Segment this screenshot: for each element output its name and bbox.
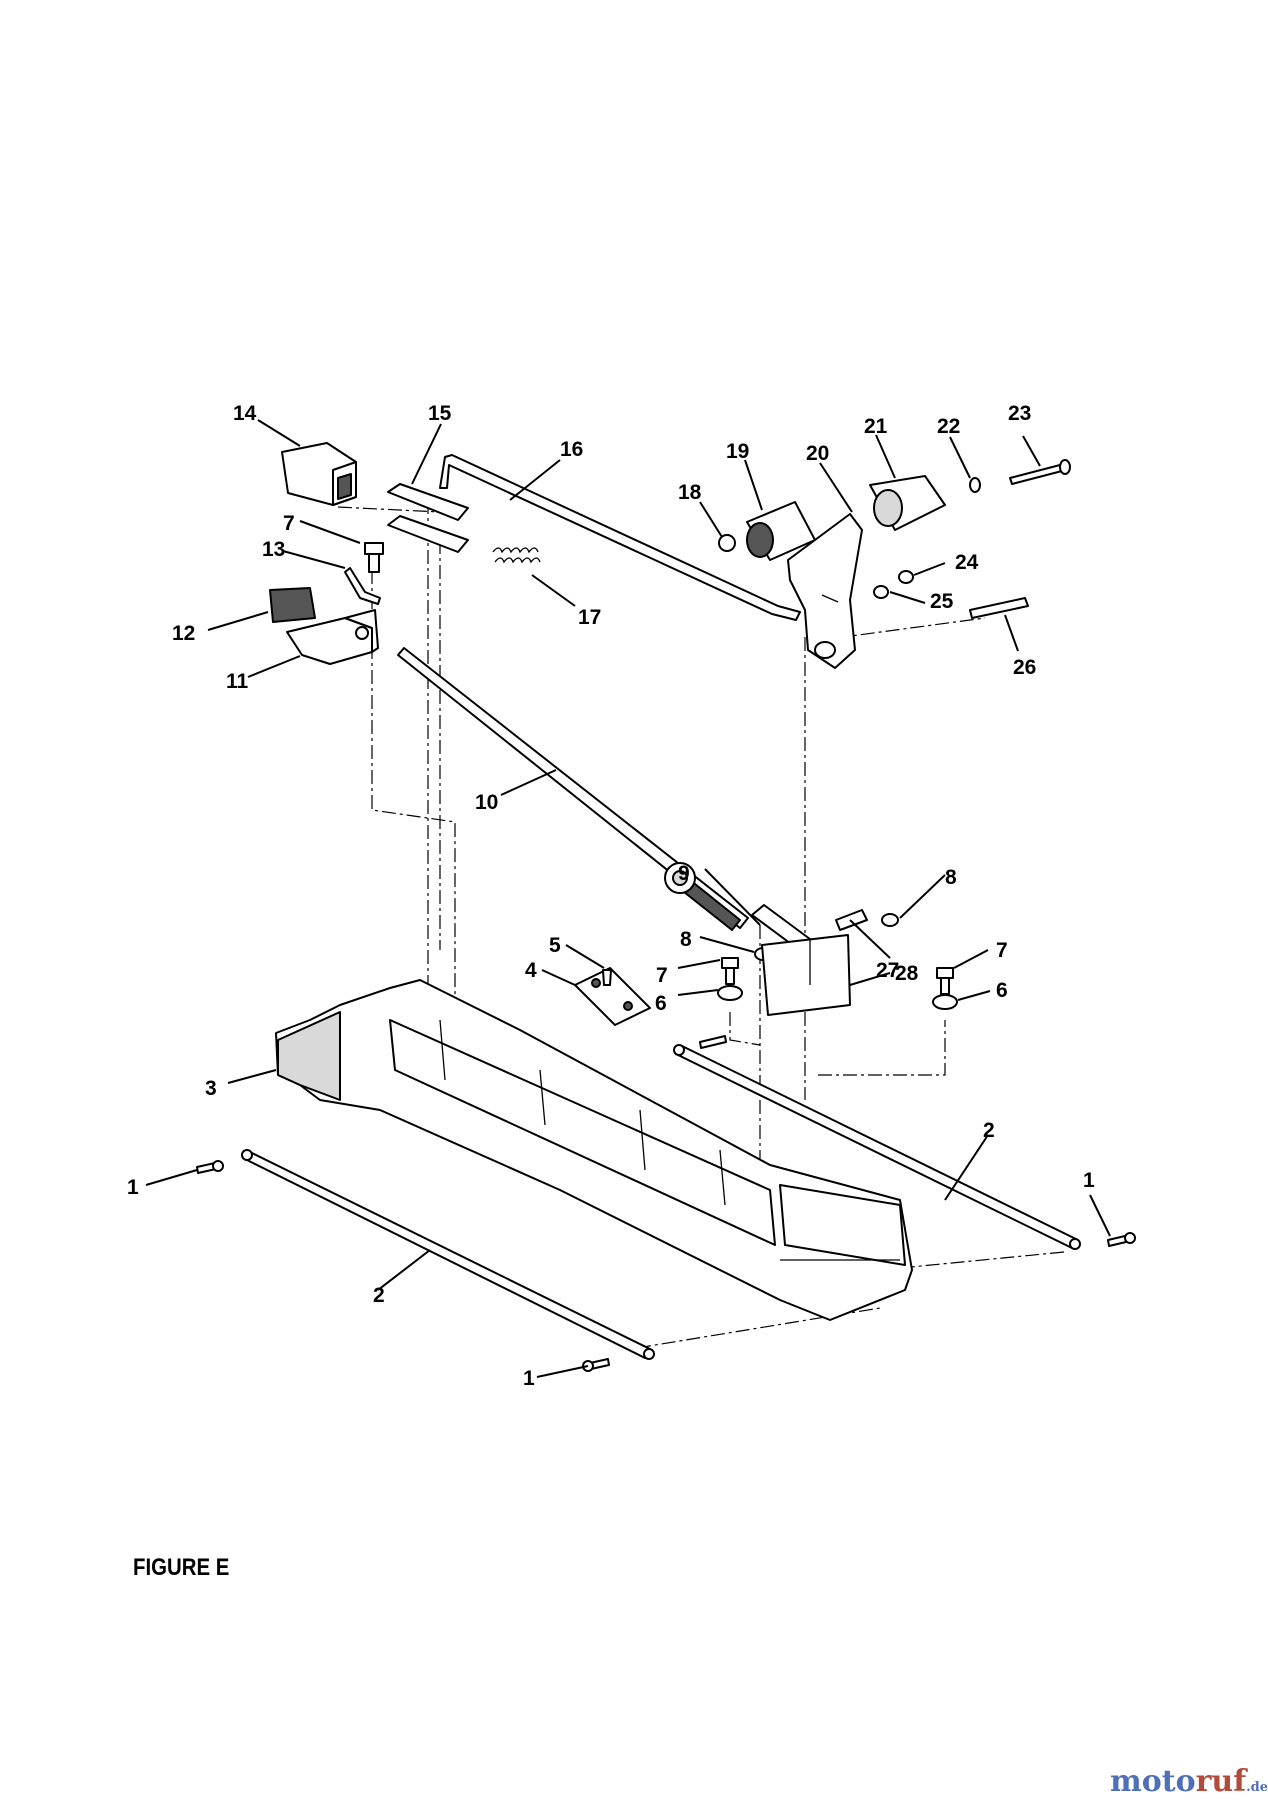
part-5-screw bbox=[602, 969, 612, 986]
callout-9: 9 bbox=[678, 862, 690, 885]
part-23-bolt bbox=[1009, 459, 1071, 485]
callout-23: 23 bbox=[1008, 402, 1031, 425]
callout-8-left: 8 bbox=[680, 928, 692, 951]
callout-1-bottom: 1 bbox=[523, 1367, 535, 1390]
callout-25: 25 bbox=[930, 590, 954, 613]
callout-5: 5 bbox=[549, 934, 561, 957]
part-7-screw-d bbox=[699, 1035, 727, 1049]
part-6-washer-a bbox=[717, 985, 743, 1001]
site-watermark: motoruf.de bbox=[1110, 1764, 1268, 1799]
callout-2-left: 2 bbox=[373, 1284, 385, 1307]
part-8-washer-a bbox=[881, 913, 899, 927]
part-25-washer bbox=[873, 585, 889, 599]
callouts: 14 15 16 19 20 21 22 23 18 7 13 17 24 25… bbox=[127, 402, 1095, 1390]
part-16-rod bbox=[439, 454, 801, 621]
callout-11: 11 bbox=[226, 670, 249, 693]
part-22-washer bbox=[969, 477, 981, 493]
part-27-pin bbox=[835, 909, 868, 931]
part-19-roller bbox=[746, 501, 816, 561]
callout-3: 3 bbox=[205, 1077, 217, 1100]
callout-27: 27 bbox=[876, 959, 899, 982]
callout-10: 10 bbox=[475, 791, 498, 814]
part-26-pin bbox=[969, 597, 1029, 619]
part-21-knob bbox=[869, 475, 946, 531]
part-17-spring bbox=[492, 547, 541, 564]
callout-14: 14 bbox=[233, 402, 257, 425]
callout-21: 21 bbox=[864, 415, 888, 438]
part-7-screw-top bbox=[364, 542, 384, 573]
part-14-cap bbox=[281, 442, 357, 506]
callout-22: 22 bbox=[937, 415, 960, 438]
part-7-bolt-c bbox=[936, 967, 954, 995]
callout-7-top: 7 bbox=[283, 512, 295, 535]
callout-28: 28 bbox=[895, 962, 919, 985]
part-15-tubes bbox=[387, 483, 469, 553]
callout-2-right: 2 bbox=[983, 1119, 995, 1142]
part-24-washer bbox=[898, 570, 914, 584]
part-1-screw-c bbox=[582, 1358, 610, 1372]
part-28-plate bbox=[761, 934, 851, 1016]
callout-13: 13 bbox=[262, 538, 285, 561]
callout-7-mid: 7 bbox=[656, 964, 668, 987]
callout-20: 20 bbox=[806, 442, 829, 465]
callout-4: 4 bbox=[525, 959, 537, 982]
part-13-clip bbox=[344, 567, 381, 605]
callout-18: 18 bbox=[678, 481, 702, 504]
callout-1-left: 1 bbox=[127, 1176, 139, 1199]
watermark-tld: .de bbox=[1246, 1780, 1268, 1795]
watermark-name-b: ruf bbox=[1195, 1764, 1247, 1799]
assembly-lines bbox=[337, 500, 1065, 1349]
part-1-screw-b bbox=[1107, 1232, 1136, 1247]
callout-19: 19 bbox=[726, 440, 749, 463]
part-2-rod-b bbox=[673, 1044, 1081, 1250]
watermark-name-a: moto bbox=[1110, 1764, 1196, 1799]
callout-1-right: 1 bbox=[1083, 1169, 1095, 1192]
callout-6-mid: 6 bbox=[655, 992, 667, 1015]
part-4-plate bbox=[574, 967, 651, 1026]
callout-15: 15 bbox=[428, 402, 452, 425]
leader-lines bbox=[145, 419, 1111, 1378]
part-2-rod-a bbox=[241, 1149, 655, 1360]
callout-17: 17 bbox=[578, 606, 601, 629]
callout-12: 12 bbox=[172, 622, 195, 645]
part-20-lever bbox=[787, 513, 863, 669]
figure-caption: FIGURE E bbox=[133, 1554, 230, 1581]
part-11-bracket bbox=[286, 609, 379, 665]
callout-7-right: 7 bbox=[996, 939, 1008, 962]
part-1-screw-a bbox=[196, 1160, 224, 1174]
callout-16: 16 bbox=[560, 438, 583, 461]
part-3-frame bbox=[275, 979, 913, 1321]
callout-8-right: 8 bbox=[945, 866, 957, 889]
part-6-washer-b bbox=[932, 994, 958, 1010]
callout-6-right: 6 bbox=[996, 979, 1008, 1002]
part-18-nut bbox=[718, 534, 736, 552]
callout-24: 24 bbox=[955, 551, 979, 574]
part-10-shaft bbox=[397, 647, 749, 931]
part-12-pad bbox=[269, 587, 316, 623]
callout-26: 26 bbox=[1013, 656, 1036, 679]
part-7-bolt-b bbox=[721, 957, 739, 985]
